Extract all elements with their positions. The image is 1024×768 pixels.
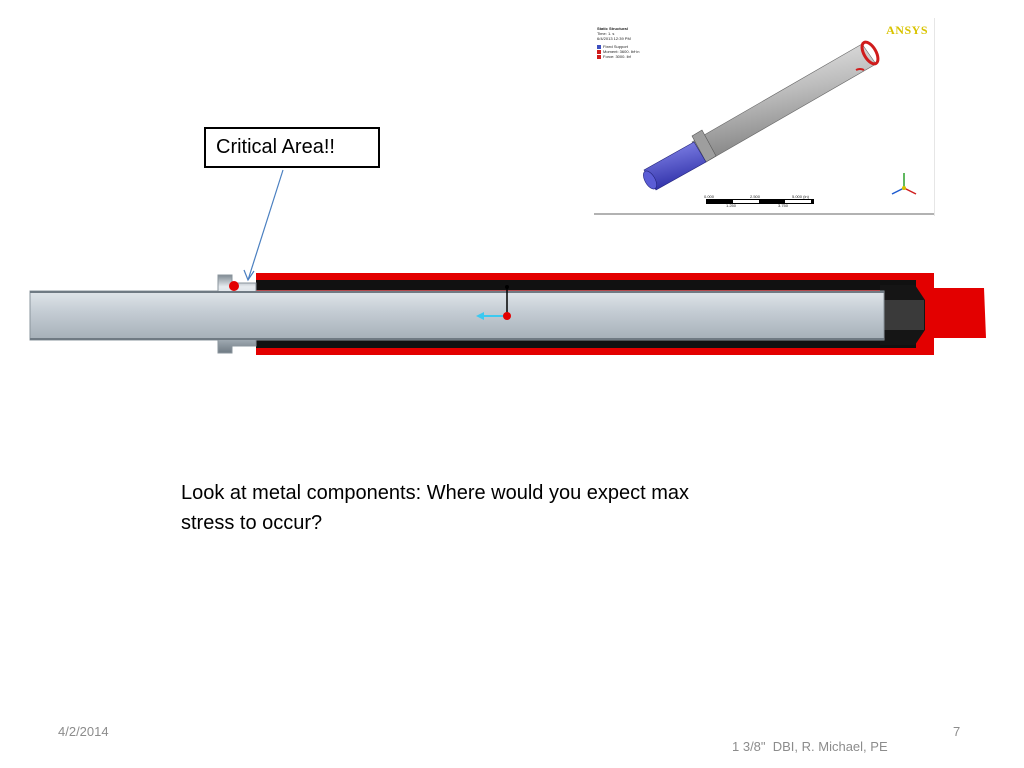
- ansys-legend: Static Structural Time: 1. s 6/4/2013 12…: [597, 26, 639, 59]
- ansys-logo: ANSYS: [886, 23, 928, 37]
- legend-swatch: [597, 44, 601, 49]
- load-point-marker: [503, 312, 511, 320]
- question-text: Look at metal components: Where would yo…: [181, 482, 690, 534]
- legend-header-1: Static Structural: [597, 26, 628, 31]
- legend-swatch: [597, 49, 601, 54]
- legend-header-2: Time: 1. s: [597, 31, 615, 36]
- scale-label: 0.000: [704, 194, 715, 199]
- red-end-cap: [922, 288, 986, 338]
- footer-page-number: 7: [953, 724, 961, 739]
- axis-triad-icon: [891, 173, 917, 195]
- scale-ruler: [706, 199, 814, 204]
- legend-item: Fixed Support: [597, 44, 639, 49]
- scale-bar: 0.000 2.500 5.000 (in) 1.250 3.750: [702, 194, 814, 208]
- footer-date: 4/2/2014: [58, 724, 109, 739]
- scale-label: 3.750: [778, 203, 789, 208]
- scale-label: 1.250: [726, 203, 737, 208]
- callout-arrow: [247, 169, 284, 281]
- scale-label: 2.500: [750, 194, 761, 199]
- shaft-3d-render: [594, 40, 934, 215]
- legend-label: Moment: 3600. lbf·in: [603, 49, 640, 54]
- callout-label: Critical Area!!: [216, 136, 335, 158]
- legend-item: Force: 3000. lbf: [597, 54, 639, 59]
- footer-author: 1 3/8" DBI, R. Michael, PE: [732, 739, 888, 754]
- legend-swatch: [597, 54, 601, 59]
- legend-item: Moment: 3600. lbf·in: [597, 49, 639, 54]
- cross-section-drawing: [29, 169, 986, 355]
- critical-area-callout: Critical Area!!: [204, 127, 380, 168]
- critical-point-marker: [229, 281, 239, 291]
- legend-header-3: 6/4/2013 12:39 PM: [597, 36, 631, 41]
- scale-label: 5.000 (in): [792, 194, 809, 199]
- legend-label: Force: 3000. lbf: [603, 54, 631, 59]
- ansys-model-view: Static Structural Time: 1. s 6/4/2013 12…: [594, 18, 935, 216]
- legend-label: Fixed Support: [603, 44, 628, 49]
